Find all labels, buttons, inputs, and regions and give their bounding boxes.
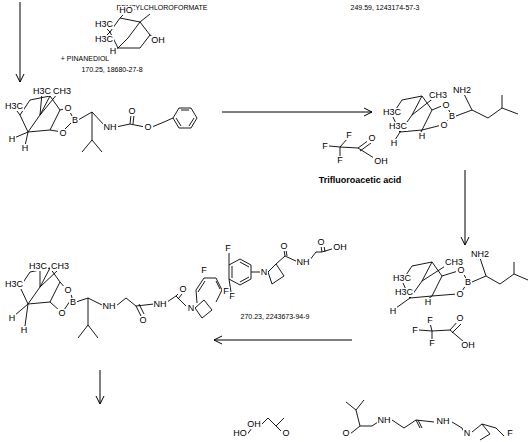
atom-label: F bbox=[222, 287, 230, 296]
atom-label: F bbox=[336, 156, 344, 165]
atom-label: O bbox=[63, 104, 72, 113]
atom-label: OH bbox=[150, 36, 166, 45]
atom-label: O bbox=[57, 309, 66, 318]
atom-label: NH bbox=[103, 123, 118, 132]
atom-label: N bbox=[187, 304, 196, 313]
atom-label: F bbox=[411, 326, 419, 335]
atom-label: OH bbox=[460, 341, 476, 350]
atom-label: O bbox=[58, 129, 67, 138]
atom-label: H bbox=[20, 326, 29, 335]
reagent-name: + PINANEDIOL bbox=[60, 55, 110, 62]
molecular-weight-cas: 270.23, 2243673-94-9 bbox=[240, 313, 311, 320]
atom-label: O bbox=[281, 429, 290, 438]
atom-label: H3C bbox=[382, 108, 402, 117]
atom-label: H3C bbox=[388, 122, 408, 131]
atom-label: H3C bbox=[4, 280, 24, 289]
atom-label: O bbox=[455, 314, 464, 323]
atom-label: N bbox=[260, 268, 269, 277]
atom-label: HO bbox=[118, 6, 134, 15]
atom-label: NH bbox=[436, 417, 451, 426]
atom-label: O bbox=[178, 285, 187, 294]
atom-label: H3C bbox=[28, 262, 48, 271]
atom-label: CH3 bbox=[50, 262, 70, 271]
reagent-name: Trifluoroacetic acid bbox=[318, 176, 403, 185]
atom-label: HO bbox=[232, 429, 248, 438]
atom-label: O bbox=[341, 429, 350, 438]
atom-label: O bbox=[439, 121, 448, 130]
atom-label: O bbox=[456, 266, 465, 275]
atom-label: H bbox=[21, 144, 30, 153]
atom-label: F bbox=[224, 244, 232, 253]
atom-label: O bbox=[138, 316, 147, 325]
atom-label: H bbox=[424, 298, 433, 307]
atom-label: O bbox=[143, 123, 152, 132]
atom-label: H3C bbox=[32, 87, 52, 96]
atom-label: O bbox=[316, 238, 325, 247]
atom-label: O bbox=[367, 134, 376, 143]
atom-label: O bbox=[441, 101, 450, 110]
atom-label: H bbox=[8, 135, 17, 144]
atom-label: H3C bbox=[94, 35, 114, 44]
atom-label: F bbox=[428, 339, 436, 348]
atom-label: H bbox=[390, 139, 399, 148]
atom-label: CH3 bbox=[52, 87, 72, 96]
atom-label: F bbox=[426, 316, 434, 325]
atom-label: NH2 bbox=[470, 250, 490, 259]
molecular-weight-cas: 170.25, 18680-27-8 bbox=[80, 66, 143, 73]
atom-label: NH bbox=[296, 258, 311, 267]
atom-label: H3C bbox=[4, 102, 24, 111]
atom-label: B bbox=[448, 112, 456, 121]
atom-label: NH bbox=[377, 416, 392, 425]
atom-label: H3C bbox=[394, 288, 414, 297]
atom-label: F bbox=[506, 429, 514, 438]
atom-label: H3C bbox=[392, 274, 412, 283]
reaction-arrows bbox=[20, 2, 465, 404]
atom-label: O bbox=[279, 242, 288, 251]
atom-label: B bbox=[464, 278, 472, 287]
atom-label: O bbox=[63, 286, 72, 295]
atom-label: OH bbox=[246, 420, 262, 429]
atom-label: F bbox=[321, 142, 329, 151]
atom-label: O bbox=[127, 107, 136, 116]
atom-label: OH bbox=[332, 243, 348, 252]
atom-label: H bbox=[418, 132, 427, 141]
atom-label: O bbox=[455, 290, 464, 299]
atom-label: B bbox=[69, 298, 77, 307]
atom-label: F bbox=[200, 266, 208, 275]
atom-label: OH bbox=[373, 157, 389, 166]
atom-label: CH3 bbox=[428, 91, 448, 100]
atom-label: B bbox=[71, 116, 79, 125]
bond-lines bbox=[14, 12, 528, 440]
atom-label: NH bbox=[102, 302, 117, 311]
atom-label: H3C bbox=[94, 20, 114, 29]
atom-label: NH bbox=[153, 300, 168, 309]
atom-label: N bbox=[463, 429, 472, 438]
atom-label: H bbox=[389, 307, 398, 316]
atom-label: NH2 bbox=[452, 86, 472, 95]
molecular-weight-cas: 249.59, 1243174-57-3 bbox=[350, 4, 421, 11]
atom-label: H bbox=[8, 314, 17, 323]
atom-label: F bbox=[345, 131, 353, 140]
